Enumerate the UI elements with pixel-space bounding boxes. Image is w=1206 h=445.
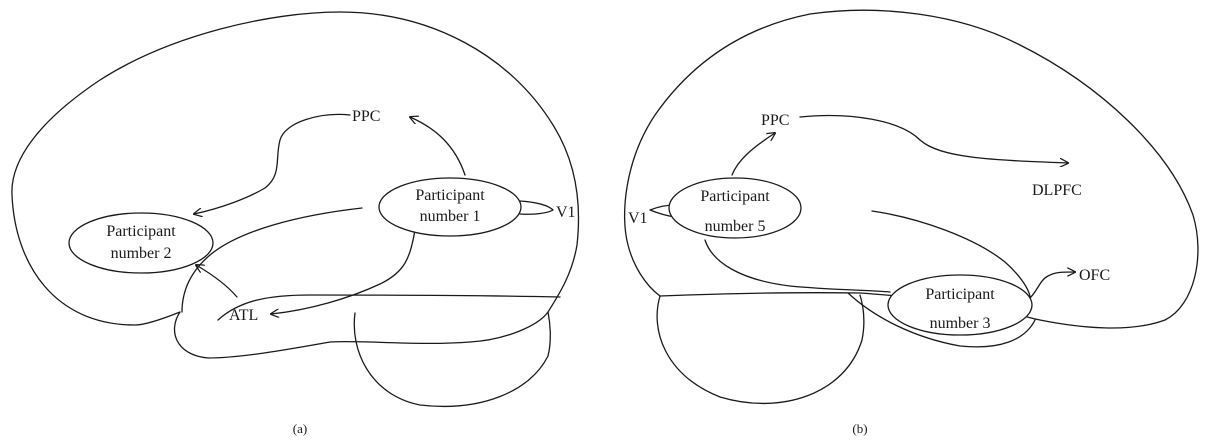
panel-label-a: (a) — [293, 421, 307, 436]
region-label-v1-b: V1 — [628, 210, 648, 227]
participant-2-line1: Participant — [106, 223, 176, 240]
participant-node-2 — [68, 212, 214, 274]
arrow-ppc-to-dlpfc — [799, 114, 1068, 163]
participant-5-line1: Participant — [700, 188, 770, 205]
lateral-contour-a — [217, 294, 561, 321]
participant-3-line2: number 3 — [930, 315, 991, 332]
arrow-p1-to-atl — [271, 229, 416, 314]
participant-node-1 — [378, 177, 522, 237]
region-label-ppc-b: PPC — [761, 112, 789, 129]
region-label-atl-a: ATL — [229, 307, 258, 324]
panel-a: Participant number 1 Participant number … — [11, 11, 580, 436]
arrow-atl-to-p2 — [196, 265, 238, 298]
arrow-ppc-to-p2 — [194, 113, 351, 214]
lower-temporal-b — [847, 292, 1036, 348]
panel-b: Participant number 5 Participant number … — [623, 9, 1199, 436]
participant-1-line1: Participant — [415, 187, 485, 204]
brain-outline-b — [623, 9, 1199, 329]
arrow-p5-to-ppc — [731, 133, 775, 176]
participant-3-line1: Participant — [925, 286, 995, 303]
region-label-ppc-a: PPC — [352, 108, 380, 125]
region-label-ofc-b: OFC — [1079, 267, 1110, 284]
panel-label-b: (b) — [852, 421, 867, 436]
participant-1-line2: number 1 — [420, 208, 481, 225]
arrow-p3-to-ofc — [1029, 272, 1075, 299]
region-label-dlpfc-b: DLPFC — [1032, 182, 1082, 199]
participant-5-line2: number 5 — [705, 218, 766, 235]
temporal-contour-b — [871, 210, 1031, 303]
link-p5-to-p3 — [704, 239, 891, 293]
v1-link-a — [519, 200, 554, 215]
participant-2-line2: number 2 — [111, 245, 172, 262]
cerebellum-b — [656, 294, 865, 405]
region-label-v1-a: V1 — [556, 204, 576, 221]
participant-node-3 — [887, 274, 1033, 336]
cerebellum-a — [353, 311, 551, 408]
participant-node-5 — [668, 177, 802, 239]
temporal-contour-a — [181, 207, 363, 313]
arrow-p1-to-ppc — [410, 117, 466, 176]
